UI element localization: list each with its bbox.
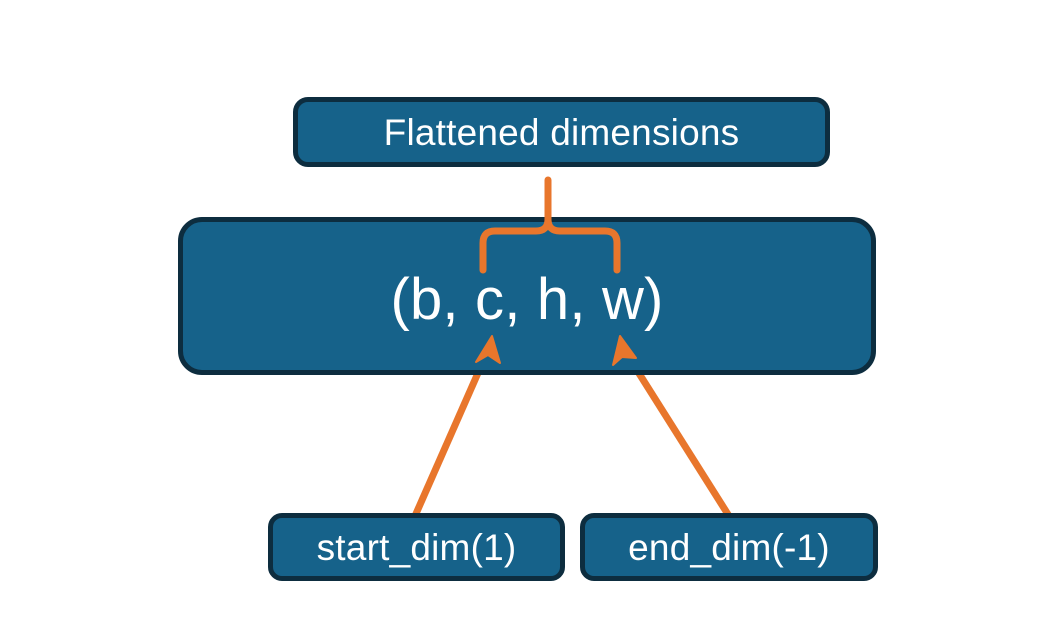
flattened-dimensions-node[interactable]: Flattened dimensions bbox=[293, 97, 830, 167]
tensor-shape-node[interactable]: (b, c, h, w) bbox=[178, 217, 876, 375]
end-dim-label: end_dim(-1) bbox=[628, 526, 830, 568]
start-dim-node[interactable]: start_dim(1) bbox=[268, 513, 565, 581]
tensor-shape-label: (b, c, h, w) bbox=[390, 267, 664, 332]
flattened-dimensions-label: Flattened dimensions bbox=[383, 111, 740, 153]
start-dim-label: start_dim(1) bbox=[316, 526, 517, 568]
end-dim-node[interactable]: end_dim(-1) bbox=[580, 513, 878, 581]
